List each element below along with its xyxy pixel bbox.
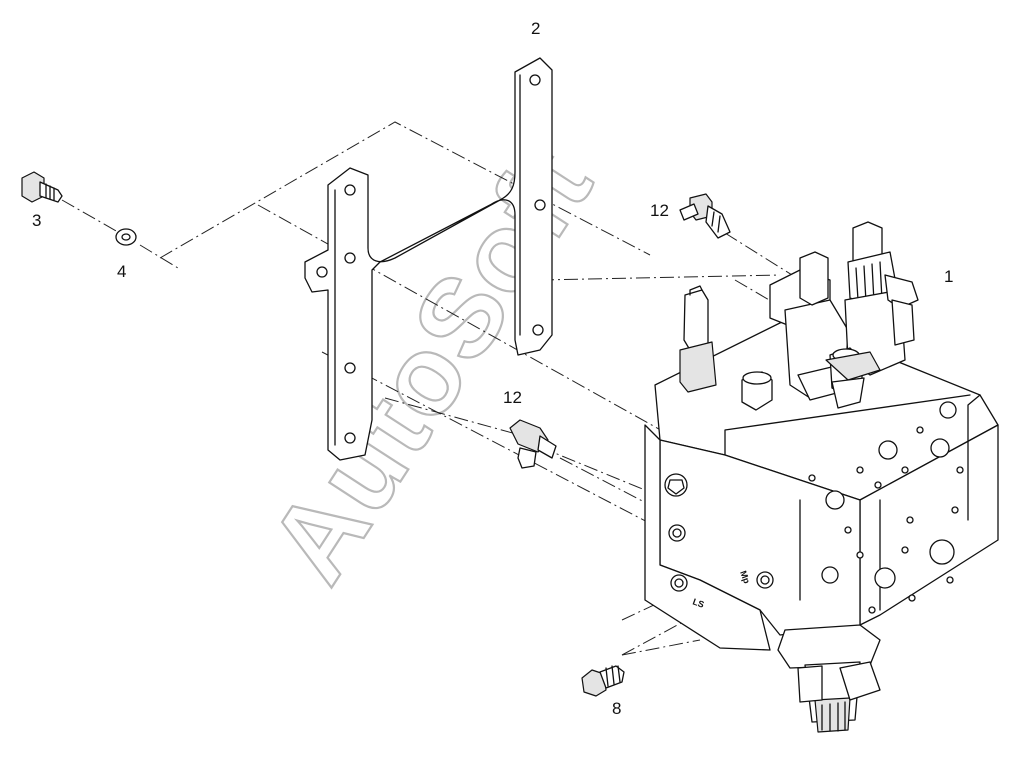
callout-elbow-fitting-top: 12 — [650, 201, 669, 220]
port-label-ls: LS — [691, 596, 705, 609]
valve-cartridges — [679, 221, 919, 411]
callout-washer: 4 — [117, 262, 126, 281]
callout-bracket: 2 — [531, 19, 540, 38]
port-label-mp: Mp — [738, 569, 752, 585]
callout-labels: 1 2 3 4 8 12 12 — [32, 19, 953, 718]
watermark: AutoSoft — [244, 124, 617, 604]
bolt — [21, 171, 63, 203]
watermark-text: AutoSoft — [245, 125, 616, 603]
washer — [115, 228, 137, 246]
callout-elbow-fitting-mid: 12 — [503, 388, 522, 407]
valve-block: LS Mp — [644, 317, 999, 733]
callout-valve-block: 1 — [944, 267, 953, 286]
straight-fitting — [581, 665, 625, 697]
elbow-fitting-mid — [509, 419, 557, 469]
callout-bolt: 3 — [32, 211, 41, 230]
callout-fitting-plug: 8 — [612, 699, 621, 718]
mounting-bracket — [304, 57, 553, 461]
elbow-fitting-top — [679, 193, 731, 239]
